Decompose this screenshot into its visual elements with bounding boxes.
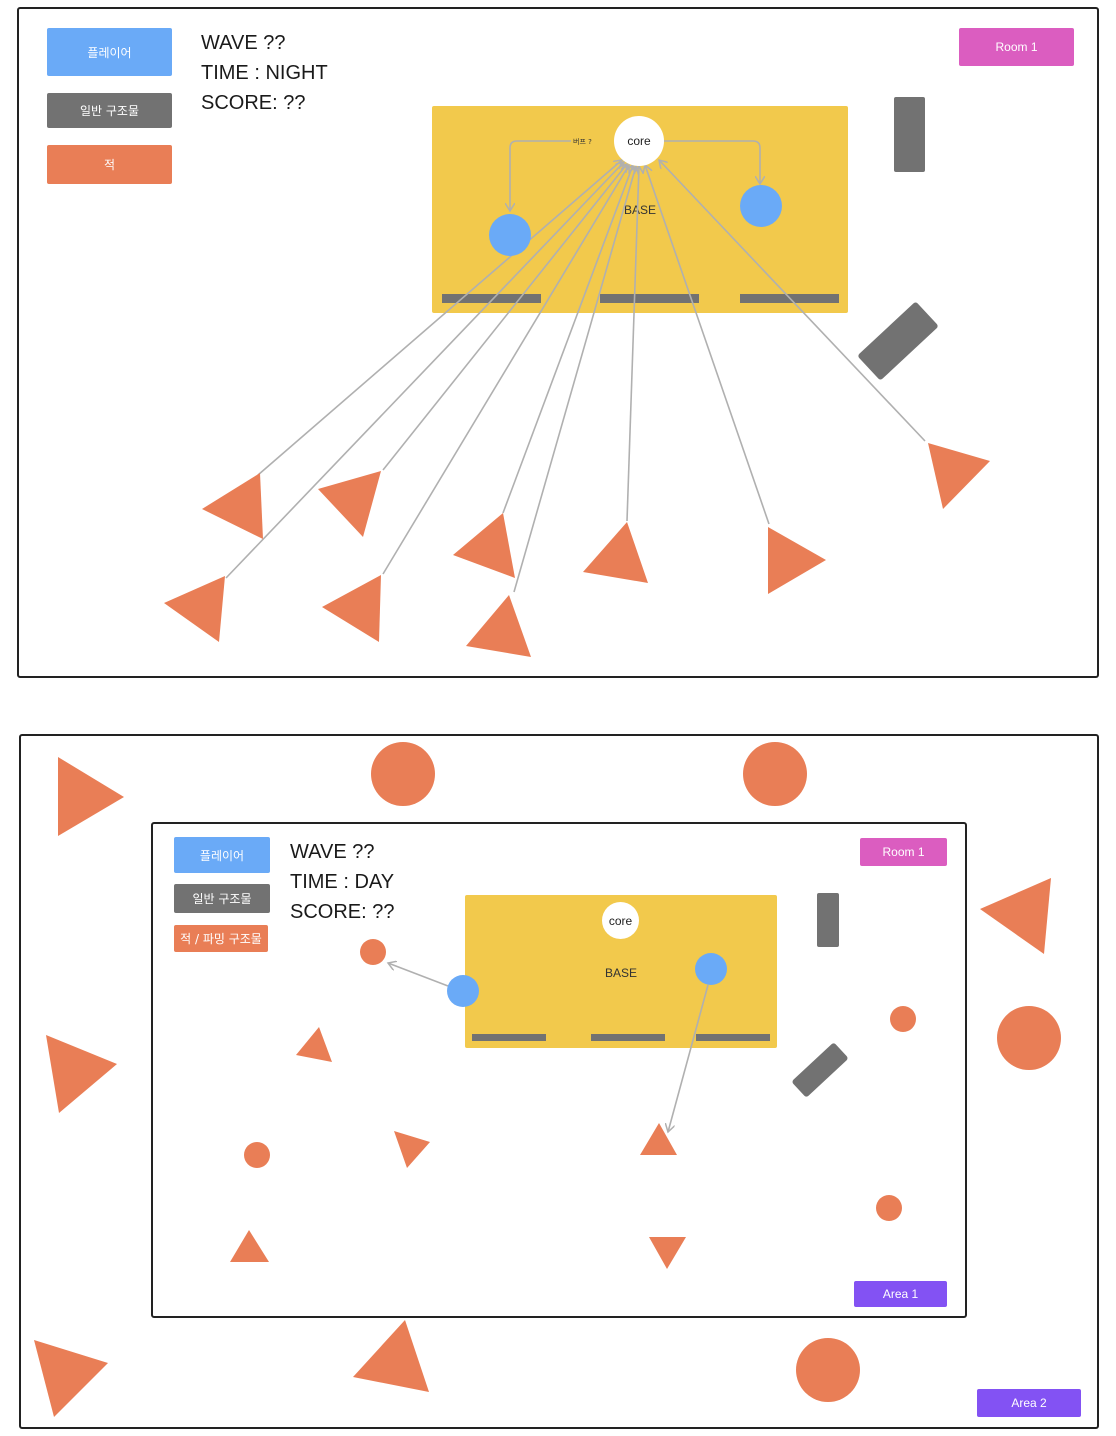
day-legend-enemy-farming[interactable]: 적 / 파밍 구조물 bbox=[174, 925, 268, 952]
day-legend-player[interactable]: 플레이어 bbox=[174, 837, 270, 873]
day-outer-farming-circle bbox=[997, 1006, 1061, 1070]
night-attack-line bbox=[502, 165, 633, 514]
night-base-label: BASE bbox=[624, 203, 657, 217]
night-enemy-triangle bbox=[164, 576, 225, 642]
night-attack-line bbox=[225, 162, 624, 579]
night-attack-line bbox=[659, 160, 926, 442]
night-time-text: TIME : NIGHT bbox=[201, 62, 328, 84]
day-player-action-arrow bbox=[388, 963, 449, 987]
night-buff-arrow-right bbox=[664, 140, 760, 184]
day-legend-structure[interactable]: 일반 구조물 bbox=[174, 884, 270, 913]
day-farming-circle bbox=[876, 1195, 902, 1221]
day-base-wall-1 bbox=[472, 1034, 546, 1041]
night-base-wall-2 bbox=[600, 294, 699, 303]
night-wave-text: WAVE ?? bbox=[201, 32, 286, 54]
night-enemy-triangle bbox=[322, 575, 381, 642]
night-attack-line bbox=[645, 165, 770, 525]
day-player-left bbox=[447, 975, 479, 1007]
day-player-action-arrow bbox=[668, 984, 709, 1132]
day-outer-farming-circle bbox=[796, 1338, 860, 1402]
night-enemy-triangle bbox=[318, 471, 381, 537]
day-hud: WAVE ?? TIME : DAY SCORE: ?? bbox=[290, 837, 394, 927]
day-wave-text: WAVE ?? bbox=[290, 841, 375, 863]
night-legend-structure[interactable]: 일반 구조물 bbox=[47, 93, 172, 128]
night-attack-line bbox=[513, 166, 636, 593]
night-enemy-triangle bbox=[202, 473, 263, 539]
night-hud: WAVE ?? TIME : NIGHT SCORE: ?? bbox=[201, 28, 328, 118]
day-player-right bbox=[695, 953, 727, 985]
day-room-tag[interactable]: Room 1 bbox=[860, 838, 947, 866]
night-enemy-triangle bbox=[928, 443, 990, 509]
night-score-text: SCORE: ?? bbox=[201, 92, 306, 114]
day-score-text: SCORE: ?? bbox=[290, 901, 395, 923]
night-buff-arrow-left bbox=[510, 140, 590, 211]
night-enemy-layer bbox=[164, 140, 990, 657]
night-enemy-triangle bbox=[453, 513, 515, 578]
day-area2-tag[interactable]: Area 2 bbox=[977, 1389, 1081, 1417]
day-outer-enemy-triangle bbox=[980, 878, 1051, 954]
day-outer-farming-circle bbox=[743, 742, 807, 806]
night-buff-label: 버프 ? bbox=[571, 137, 594, 147]
day-base-wall-3 bbox=[696, 1034, 770, 1041]
day-base-label: BASE bbox=[605, 966, 638, 980]
night-legend-player[interactable]: 플레이어 bbox=[47, 28, 172, 76]
night-legend-enemy[interactable]: 적 bbox=[47, 145, 172, 184]
night-enemy-triangle bbox=[583, 522, 648, 583]
night-attack-line bbox=[382, 165, 629, 575]
day-outer-farming-circle bbox=[371, 742, 435, 806]
day-farming-circle bbox=[244, 1142, 270, 1168]
day-enemy-triangle bbox=[296, 1027, 332, 1062]
day-area1-tag[interactable]: Area 1 bbox=[854, 1281, 947, 1307]
day-base-wall-2 bbox=[591, 1034, 665, 1041]
day-outer-enemy-triangle bbox=[58, 757, 124, 836]
day-enemy-triangle bbox=[649, 1237, 686, 1269]
night-enemy-triangle bbox=[466, 595, 531, 657]
day-enemy-triangle bbox=[394, 1131, 430, 1168]
day-core[interactable]: core bbox=[602, 902, 639, 939]
day-outer-enemy-triangle bbox=[34, 1340, 108, 1417]
night-structure-vertical bbox=[894, 97, 925, 172]
night-room-tag[interactable]: Room 1 bbox=[959, 28, 1074, 66]
night-enemy-triangle bbox=[768, 527, 826, 594]
night-attack-line bbox=[382, 164, 627, 471]
night-player-left bbox=[489, 214, 531, 256]
night-player-right bbox=[740, 185, 782, 227]
night-core[interactable]: core bbox=[614, 116, 664, 166]
day-outer-enemy-triangle bbox=[353, 1320, 429, 1392]
day-structure-vertical bbox=[817, 893, 839, 947]
day-enemy-triangle bbox=[230, 1230, 269, 1262]
night-attack-line bbox=[626, 166, 639, 522]
day-time-text: TIME : DAY bbox=[290, 871, 395, 893]
night-base-wall-1 bbox=[442, 294, 541, 303]
day-enemy-triangle bbox=[640, 1123, 677, 1155]
day-farming-circle bbox=[360, 939, 386, 965]
day-outer-enemy-triangle bbox=[46, 1035, 117, 1113]
day-farming-circle bbox=[890, 1006, 916, 1032]
night-attack-line bbox=[257, 160, 622, 476]
